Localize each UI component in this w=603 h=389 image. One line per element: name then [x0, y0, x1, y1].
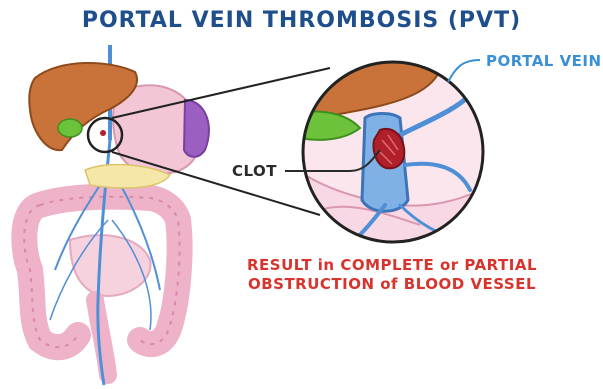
clot-small: [100, 130, 106, 136]
result-line-2: OBSTRUCTION of BLOOD VESSEL: [222, 275, 562, 294]
result-line-1: RESULT in COMPLETE or PARTIAL: [222, 256, 562, 275]
magnified-inset: [300, 58, 490, 260]
portal-vein-pointer: [448, 60, 480, 82]
label-clot: CLOT: [232, 162, 277, 180]
spleen: [184, 100, 209, 157]
gallbladder: [58, 119, 82, 137]
label-portal-vein: PORTAL VEIN: [486, 52, 602, 70]
result-caption: RESULT in COMPLETE or PARTIAL OBSTRUCTIO…: [222, 256, 562, 294]
